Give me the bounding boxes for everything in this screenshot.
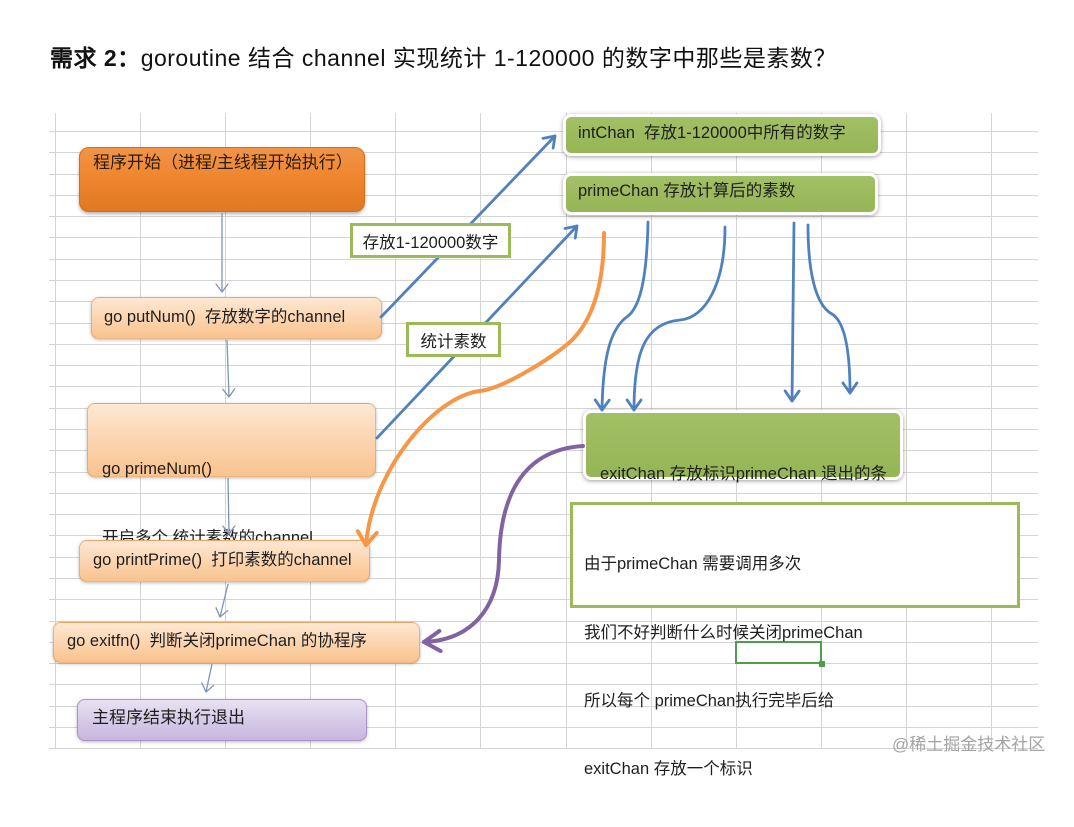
- selected-cell: [735, 641, 825, 667]
- page-title: 需求 2：goroutine 结合 channel 实现统计 1-120000 …: [50, 44, 837, 72]
- title-text: goroutine 结合 channel 实现统计 1-120000 的数字中那…: [140, 45, 837, 71]
- arrowhead-icon: [841, 381, 859, 395]
- connector-layer: [201, 134, 859, 693]
- title-prefix: 需求 2：: [50, 45, 141, 71]
- arrow-putnum-to-primenum: [226, 339, 230, 398]
- node-exit-chan: exitChan 存放标识primeChan 退出的条 件: [583, 410, 903, 546]
- arrow-primechan-to-exitchan: [790, 221, 796, 403]
- note-line: 由于primeChan 需要调用多次: [584, 555, 802, 574]
- node-put-num: go putNum() 存放数字的channel: [91, 297, 382, 339]
- edge-label-store-numbers: 存放1-120000数字: [350, 223, 511, 258]
- node-exit-chan-label: exitChan 存放标识primeChan 退出的条 件: [600, 422, 887, 590]
- arrowhead-icon: [222, 525, 236, 535]
- arrowhead-icon: [541, 134, 557, 150]
- node-prime-chan: primeChan 存放计算后的素数: [563, 173, 878, 215]
- diagram-canvas: 需求 2：goroutine 结合 channel 实现统计 1-120000 …: [49, 44, 1046, 779]
- note-line: 我们不好判断什么时候关闭primeChan: [584, 623, 863, 642]
- arrowhead-icon: [215, 607, 229, 618]
- node-end-label: 主程序结束执行退出: [92, 708, 245, 727]
- node-exit-fn-label: go exitfn() 判断关闭primeChan 的协程序: [67, 632, 367, 650]
- arrowhead-icon: [215, 283, 229, 293]
- arrowhead-icon: [355, 529, 379, 547]
- node-start: 程序开始（进程/主线程开始执行）: [79, 147, 365, 212]
- node-print-prime-label: go printPrime() 打印素数的channel: [93, 551, 352, 569]
- node-end: 主程序结束执行退出: [77, 699, 367, 741]
- arrow-primechan-to-exitchan: [600, 220, 650, 412]
- arrow-printprime-to-exitfn: [219, 583, 229, 618]
- node-int-chan-label: intChan 存放1-120000中所有的数字: [578, 124, 846, 142]
- arrowhead-icon: [422, 629, 443, 653]
- arrowhead-icon: [593, 398, 611, 412]
- arrowhead-icon: [625, 398, 643, 412]
- node-put-num-label: go putNum() 存放数字的channel: [104, 308, 346, 326]
- arrow-exitchan-to-exitfn: [422, 444, 585, 644]
- note-text: 由于primeChan 需要调用多次 我们不好判断什么时候关闭primeChan…: [584, 508, 863, 827]
- node-prime-chan-label: primeChan 存放计算后的素数: [578, 182, 796, 200]
- arrowhead-icon: [783, 389, 801, 403]
- node-prime-num-line: go primeNum(): [102, 459, 213, 478]
- arrowhead-icon: [201, 682, 215, 693]
- node-start-label: 程序开始（进程/主线程开始执行）: [93, 153, 353, 172]
- arrow-exitfn-to-end: [205, 663, 213, 693]
- fill-handle: [819, 661, 825, 667]
- note-line: 所以每个 primeChan执行完毕后给: [584, 691, 835, 710]
- node-int-chan: intChan 存放1-120000中所有的数字: [563, 114, 881, 156]
- node-exit-chan-line: exitChan 存放标识primeChan 退出的条: [600, 464, 887, 483]
- node-print-prime: go printPrime() 打印素数的channel: [79, 540, 370, 582]
- arrow-primechan-to-printprime: [364, 231, 606, 547]
- arrowhead-icon: [222, 388, 236, 398]
- node-exit-fn: go exitfn() 判断关闭primeChan 的协程序: [53, 622, 420, 663]
- note-line: exitChan 存放一个标识: [584, 760, 753, 779]
- note-box: 由于primeChan 需要调用多次 我们不好判断什么时候关闭primeChan…: [570, 502, 1020, 778]
- edge-label-count-primes: 统计素数: [406, 322, 501, 357]
- arrow-primechan-to-exitchan: [806, 223, 852, 395]
- watermark: @稀土掘金技术社区: [892, 735, 1046, 754]
- arrow-primechan-to-exitchan: [632, 225, 727, 412]
- node-prime-num: go primeNum() 开启多个 统计素数的channel: [87, 403, 376, 547]
- arrow-primenum-to-printprime: [227, 477, 230, 535]
- arrowhead-icon: [563, 224, 579, 240]
